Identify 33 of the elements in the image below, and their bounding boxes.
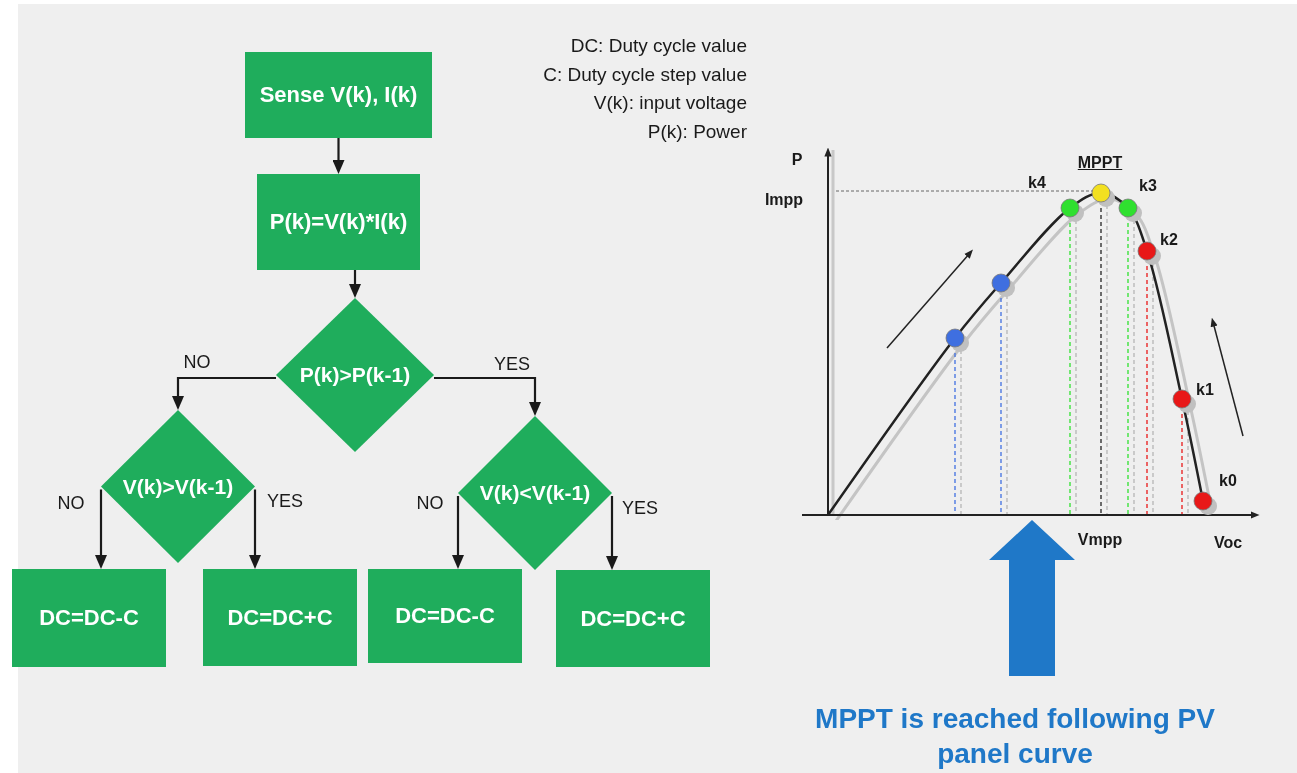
arrow: [452, 496, 464, 569]
arrow: [249, 489, 261, 569]
block-arrow: [989, 520, 1075, 676]
axis-label: k4: [1028, 174, 1046, 192]
arrow: [95, 489, 107, 569]
axis-label: k0: [1219, 472, 1237, 490]
arrow: [332, 138, 345, 174]
axis-label: k1: [1196, 381, 1214, 399]
axis-label: k3: [1139, 177, 1157, 195]
decision-diamond: V(k)>V(k-1): [101, 410, 255, 563]
process-box: Sense V(k), I(k): [245, 52, 432, 138]
axis-label: MPPT: [1077, 154, 1123, 172]
axis-label: P: [791, 151, 803, 169]
axis-label: Voc: [1213, 534, 1243, 552]
arrow: [172, 376, 276, 410]
process-box: DC=DC-C: [12, 569, 166, 667]
process-box: DC=DC+C: [203, 569, 357, 666]
arrow: [349, 270, 361, 298]
pv-curve-drawing: [801, 147, 1260, 520]
caption-text: MPPT is reached following PV panel curve: [810, 676, 1220, 771]
note-text: V(k): input voltage: [593, 92, 747, 114]
arrow: [434, 376, 541, 416]
note-text: P(k): Power: [647, 121, 747, 143]
process-box: P(k)=V(k)*I(k): [257, 174, 420, 270]
note-text: DC: Duty cycle value: [570, 35, 747, 57]
process-box: DC=DC-C: [368, 569, 522, 663]
axis-label: k2: [1160, 231, 1178, 249]
note-text: C: Duty cycle step value: [543, 64, 747, 86]
decision-diamond: V(k)<V(k-1): [458, 416, 612, 570]
decision-diamond: P(k)>P(k-1): [276, 298, 434, 452]
process-box: DC=DC+C: [556, 570, 710, 667]
arrow: [606, 496, 618, 570]
axis-label: Impp: [764, 191, 804, 209]
